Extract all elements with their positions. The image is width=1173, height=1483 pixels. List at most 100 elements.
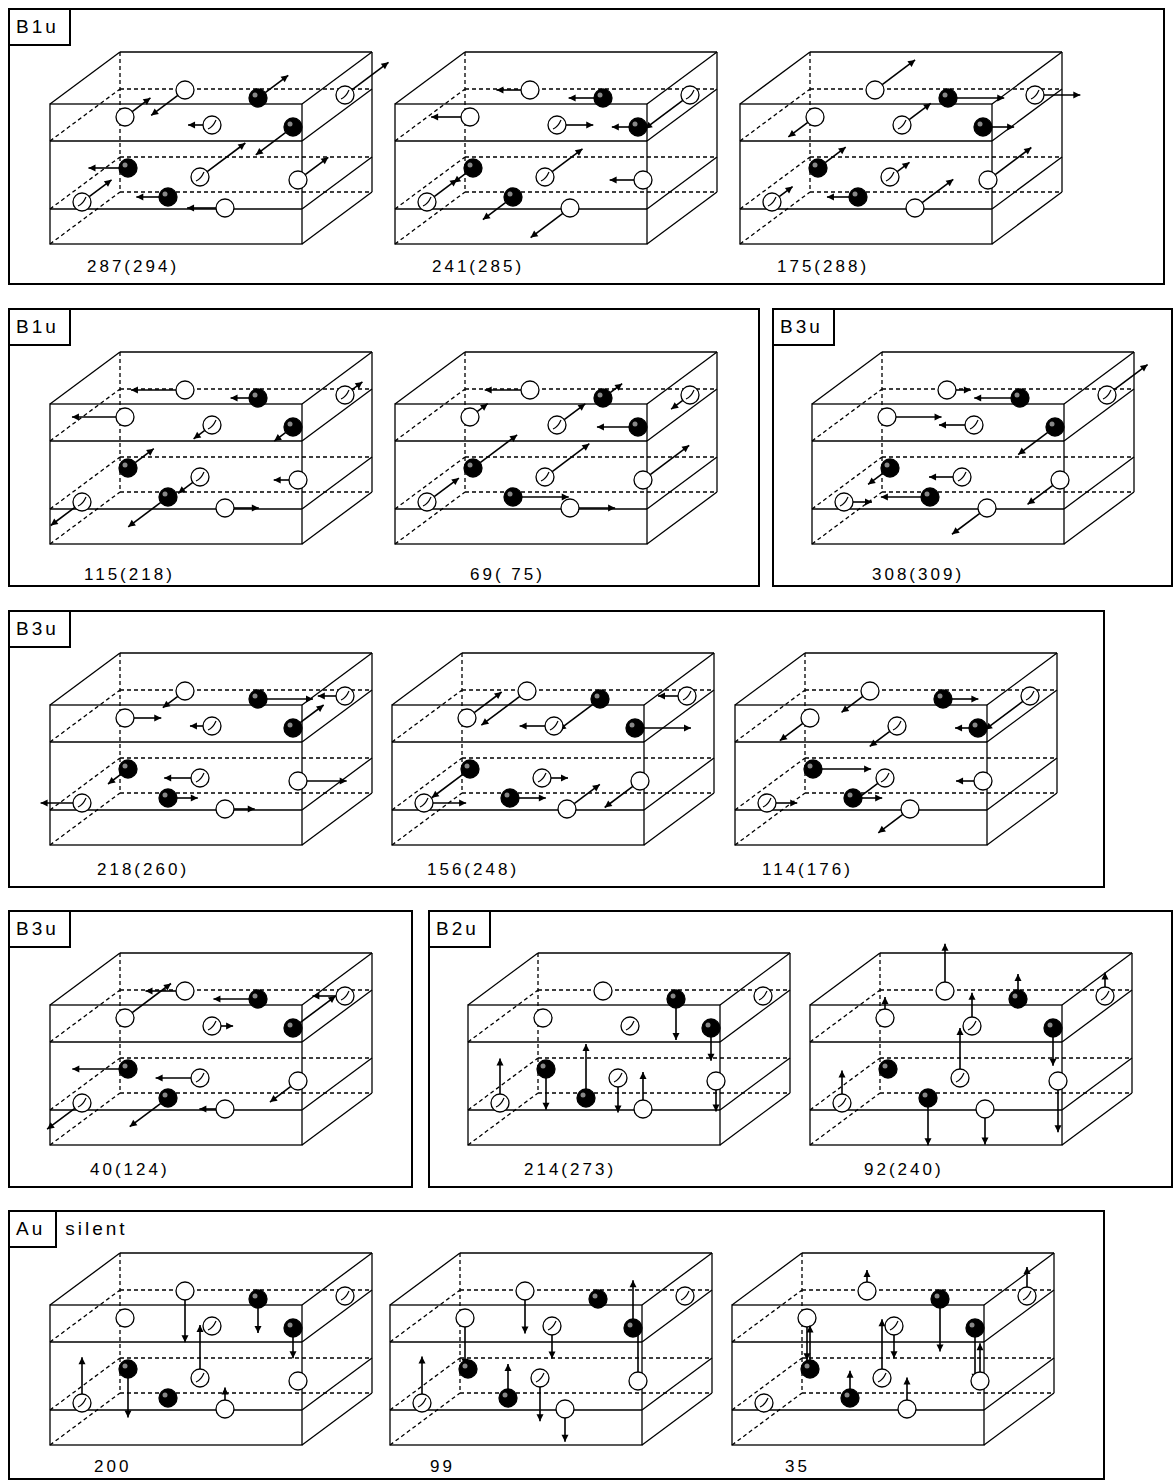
atom-mark <box>418 1398 426 1407</box>
arrow-head <box>956 778 963 785</box>
arrow-head <box>635 1326 642 1333</box>
atom <box>629 418 647 436</box>
atom <box>159 488 177 506</box>
cell-edge <box>371 953 372 1093</box>
frequency-label: 156(248) <box>425 860 521 880</box>
atom <box>624 1319 642 1337</box>
cell-edge <box>302 157 372 209</box>
cell-edge <box>880 989 1132 990</box>
arrow-head <box>306 696 313 703</box>
atom-shine <box>541 1064 546 1069</box>
cell-edge <box>302 1093 372 1145</box>
atom <box>203 416 221 434</box>
cell-edge <box>1062 1058 1132 1110</box>
arrow-head <box>562 1435 569 1442</box>
atom <box>116 709 134 727</box>
cell-edge <box>716 52 717 192</box>
atom <box>754 987 772 1005</box>
atom <box>681 386 699 404</box>
atom-shine <box>925 492 930 497</box>
atom <box>881 168 899 186</box>
cell-edge <box>984 1358 1054 1410</box>
atom <box>536 468 554 486</box>
atom <box>558 800 576 818</box>
cell-edge <box>647 157 717 209</box>
atom <box>73 193 91 211</box>
cell-edge <box>732 1393 802 1445</box>
displacement-arrow <box>564 404 585 420</box>
arrow-head <box>494 692 502 699</box>
cell-edge <box>50 653 120 705</box>
atom-shine <box>628 1323 633 1328</box>
symmetry-group-frame: B3u <box>8 610 1105 888</box>
atom <box>119 1060 137 1078</box>
atom-shine <box>253 694 258 699</box>
atom <box>501 789 519 807</box>
atom-shine <box>853 192 858 197</box>
atom <box>798 1309 816 1327</box>
cell-front <box>812 404 1064 544</box>
atom-shine <box>253 994 258 999</box>
arrow-head <box>1050 1059 1057 1066</box>
arrow-head <box>231 395 238 402</box>
frequency-label: 114(176) <box>760 860 855 880</box>
atom <box>415 794 433 812</box>
atom <box>159 789 177 807</box>
cell-edge <box>371 653 372 793</box>
arrow-head <box>163 701 171 708</box>
atom <box>284 1019 302 1037</box>
cell-edge <box>120 51 372 52</box>
cell-edge <box>1133 352 1134 492</box>
displacement-arrow <box>194 430 205 438</box>
cell-edge <box>642 1358 712 1410</box>
atom <box>931 1290 949 1308</box>
displacement-arrow <box>559 704 593 729</box>
arrow-head <box>582 444 590 451</box>
atom-shine <box>123 163 128 168</box>
arrow-head <box>982 1138 989 1145</box>
arrow-head <box>321 157 329 164</box>
displacement-arrow <box>1114 365 1147 390</box>
atom <box>499 1389 517 1407</box>
arrow-head <box>939 422 946 429</box>
displacement-arrow <box>878 814 903 832</box>
cell-edge <box>802 1392 1054 1393</box>
atom <box>536 168 554 186</box>
cell-edge <box>120 1289 372 1290</box>
cell-edge <box>50 492 120 544</box>
arrow-head <box>868 477 876 484</box>
arrow-head <box>255 1326 262 1333</box>
arrow-head <box>238 143 246 150</box>
atom <box>459 1360 477 1378</box>
atom-mark <box>626 1021 634 1030</box>
cell-front <box>810 1005 1062 1145</box>
cell-edge <box>390 1341 642 1342</box>
arrow-head <box>592 784 600 791</box>
arrow-head <box>614 384 622 391</box>
cell-edge <box>462 652 714 653</box>
atom <box>589 1290 607 1308</box>
atom-shine <box>468 163 473 168</box>
atom <box>801 1360 819 1378</box>
atom-mark <box>208 120 216 129</box>
cell-edge <box>50 1253 120 1305</box>
displacement-arrow <box>779 187 792 197</box>
cell-edge <box>732 1341 984 1342</box>
cell-edge <box>716 352 717 492</box>
cell-edge <box>468 953 538 1005</box>
atom-mark <box>496 1098 504 1107</box>
atom <box>191 168 209 186</box>
arrow-head <box>318 693 325 700</box>
atom <box>667 990 685 1008</box>
cell-edge <box>371 52 372 192</box>
cell-edge <box>50 140 302 141</box>
atom <box>591 690 609 708</box>
cell-edge <box>882 351 1134 352</box>
atom <box>1011 389 1029 407</box>
displacement-arrow <box>178 482 193 493</box>
arrow-head <box>431 114 438 121</box>
arrow-head <box>549 1352 556 1359</box>
atom <box>938 381 956 399</box>
cell-edge <box>805 689 1057 690</box>
atom <box>626 719 644 737</box>
